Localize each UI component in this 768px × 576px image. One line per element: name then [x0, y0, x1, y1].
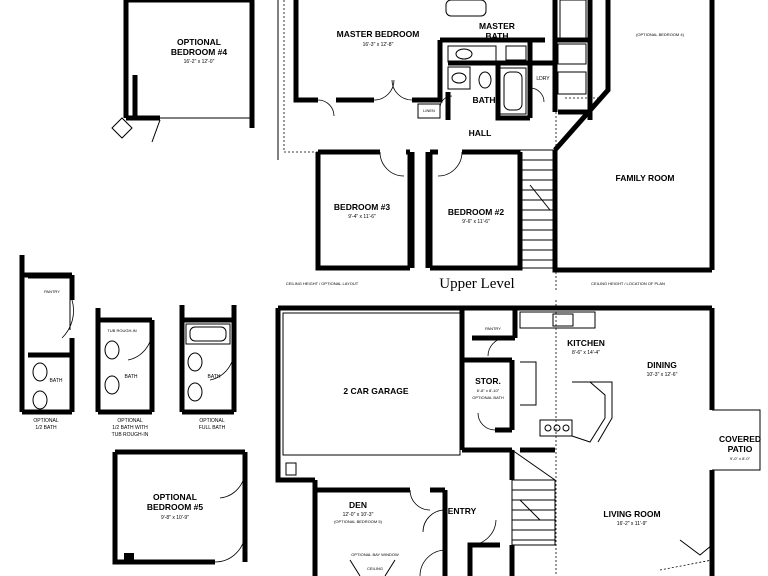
master-bedroom-dims: 16'-3" x 12'-8"	[363, 42, 394, 48]
tub-rough-title-1: OPTIONAL	[117, 418, 143, 424]
family-room-label: FAMILY ROOM	[615, 173, 674, 183]
bedroom5-label-1: OPTIONAL	[153, 492, 197, 502]
pantry-label: PANTRY	[485, 326, 501, 331]
storage-label: STOR.	[475, 376, 501, 386]
covered-patio-label-1: COVERED	[719, 434, 761, 444]
den-bay-note: OPTIONAL BAY WINDOW	[351, 552, 399, 557]
master-bath-label-1: MASTER	[479, 21, 515, 31]
upper-level-walls	[123, 0, 715, 273]
option-fixtures	[32, 299, 246, 563]
half-bath-room: BATH	[50, 378, 63, 384]
dining-dims: 10'-3" x 12'-6"	[647, 372, 678, 378]
tub-rough-room: BATH	[125, 374, 138, 380]
master-bath-label-2: BATH	[486, 31, 509, 41]
den-label: DEN	[349, 500, 367, 510]
bedroom3-label: BEDROOM #3	[334, 202, 390, 212]
kitchen-dims: 8'-6" x 14'-4"	[572, 350, 600, 356]
storage-note: OPTIONAL BATH	[472, 395, 504, 400]
hall-label: HALL	[469, 128, 492, 138]
main-level-walls	[275, 305, 761, 576]
tub-rough-title-2: 1/2 BATH WITH	[112, 425, 148, 431]
storage-dims: 6'-8" x 8'-10"	[477, 388, 500, 393]
optional-bedroom4-note: (OPTIONAL BEDROOM 4)	[636, 32, 685, 37]
half-bath-note: PANTRY	[44, 289, 60, 294]
bedroom2-label: BEDROOM #2	[448, 207, 504, 217]
optional-bedroom4-dims: 16'-2" x 12'-0"	[184, 59, 215, 65]
laundry-label: LDRY	[536, 76, 550, 82]
optional-bedroom4-label-1: OPTIONAL	[177, 37, 221, 47]
tub-rough-note: TUB ROUGH-IN	[107, 328, 136, 333]
upper-note-left: CEILING HEIGHT / OPTIONAL LAYOUT	[286, 281, 359, 286]
entry-label: ENTRY	[448, 506, 477, 516]
covered-patio-dims: 9'-0" x 8'-0"	[730, 456, 751, 461]
bedroom3-dims: 9'-4" x 11'-6"	[348, 214, 376, 220]
full-bath-title-2: FULL BATH	[199, 425, 226, 431]
bedroom5-label-2: BEDROOM #5	[147, 502, 203, 512]
level-title: Upper Level	[439, 276, 514, 292]
den-note: (OPTIONAL BEDROOM 5)	[334, 519, 383, 524]
living-room-dims: 16'-2" x 11'-9"	[617, 521, 648, 527]
garage-label: 2 CAR GARAGE	[343, 386, 409, 396]
option-labels: PANTRY BATH OPTIONAL 1/2 BATH TUB ROUGH-…	[33, 289, 225, 521]
optional-bedroom4-label-2: BEDROOM #4	[171, 47, 227, 57]
linen-label: LINEN	[423, 108, 435, 113]
full-bath-room: BATH	[208, 374, 221, 380]
den-dims: 12'-0" x 10'-3"	[343, 512, 374, 518]
den-bay-note-2: CEILING	[367, 566, 383, 571]
main-level-fixtures	[285, 300, 713, 576]
half-bath-title-2: 1/2 BATH	[35, 425, 57, 431]
master-bedroom-label: MASTER BEDROOM	[337, 29, 420, 39]
main-level-labels: 2 CAR GARAGE STOR. 6'-8" x 8'-10" OPTION…	[334, 326, 761, 571]
tub-rough-title-3: TUB ROUGH-IN	[112, 432, 149, 438]
living-room-label: LIVING ROOM	[603, 509, 660, 519]
covered-patio-label-2: PATIO	[728, 444, 753, 454]
full-bath-title-1: OPTIONAL	[199, 418, 225, 424]
bath-label: BATH	[473, 95, 496, 105]
bedroom5-dims: 9'-8" x 10'-9"	[161, 515, 189, 521]
upper-note-right: CEILING HEIGHT / LOCATION OF PLAN	[591, 281, 665, 286]
upper-level-labels: MASTER BEDROOM 16'-3" x 12'-8" MASTER BA…	[171, 21, 685, 292]
kitchen-label: KITCHEN	[567, 338, 605, 348]
upper-level-fixtures	[111, 0, 600, 290]
dining-label: DINING	[647, 360, 677, 370]
half-bath-title-1: OPTIONAL	[33, 418, 59, 424]
bedroom2-dims: 9'-6" x 11'-6"	[462, 219, 490, 225]
